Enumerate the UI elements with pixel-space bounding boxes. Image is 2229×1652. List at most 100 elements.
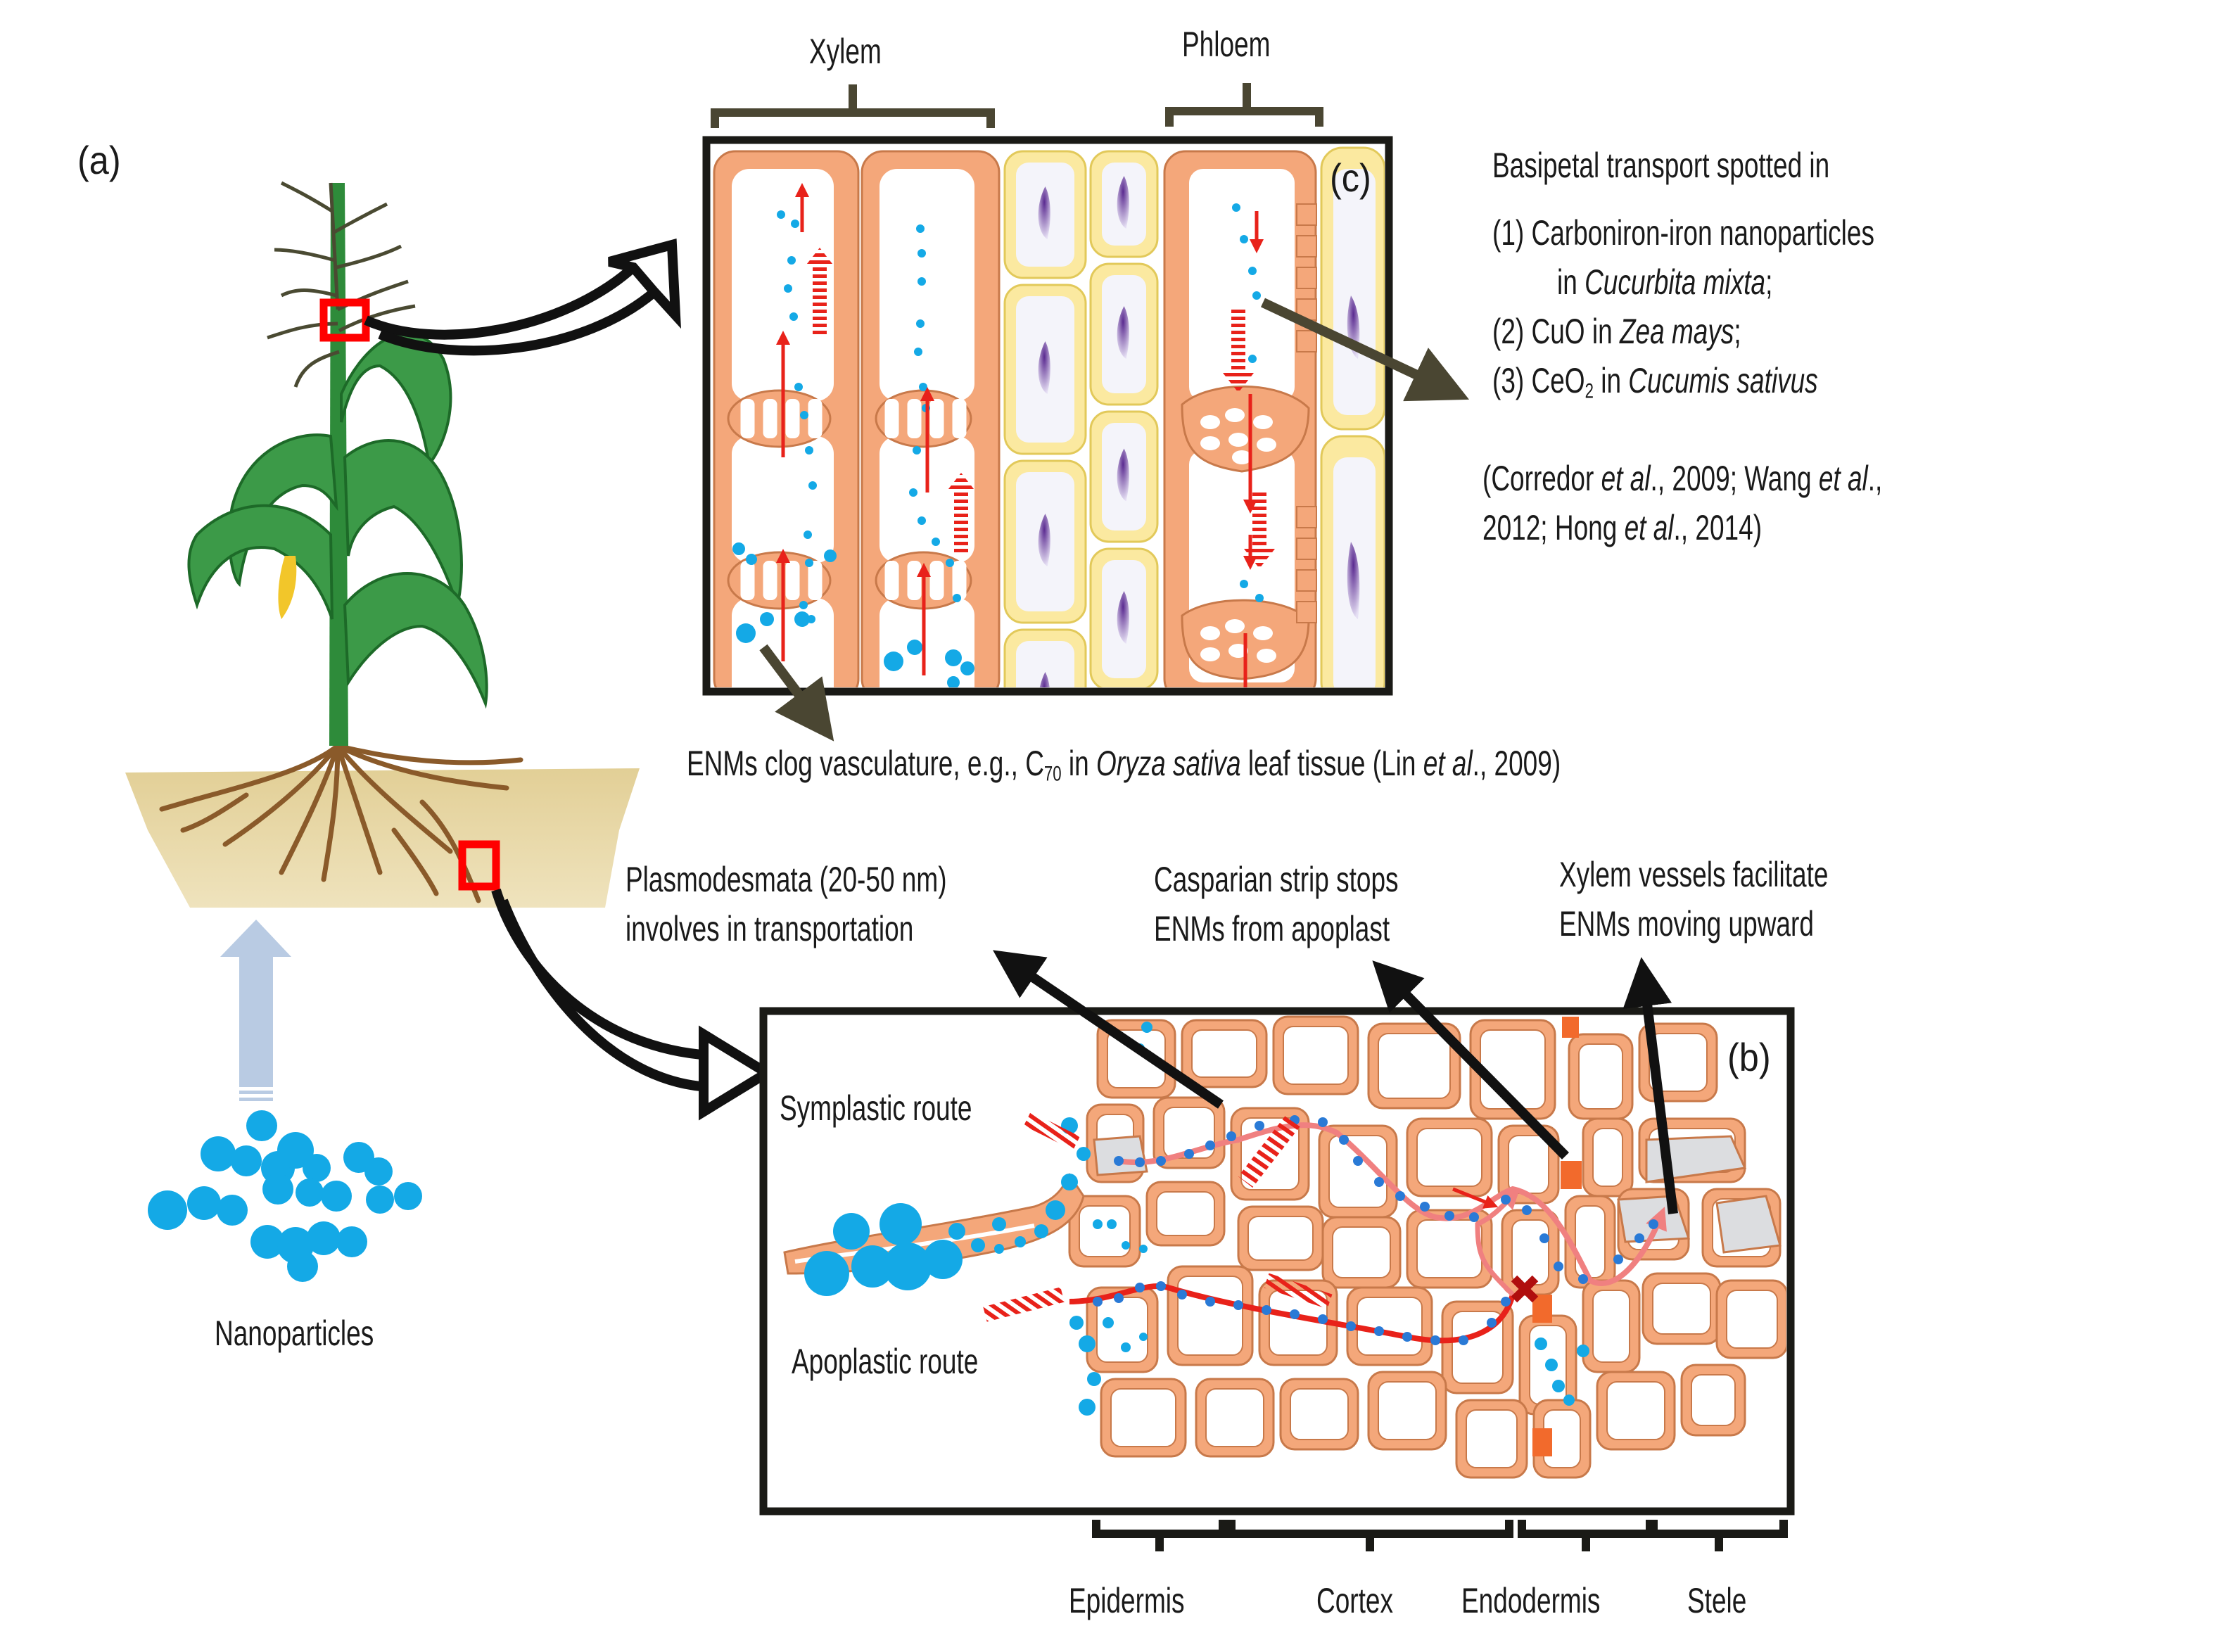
- route-particle: [1469, 1212, 1479, 1222]
- xylem-vessels: [713, 150, 1001, 687]
- nucleus: [1038, 186, 1050, 239]
- particle: [916, 319, 925, 328]
- casparian-strips: [1532, 1017, 1582, 1456]
- route-particle: [1634, 1233, 1644, 1243]
- cell-lumen: [1205, 1388, 1264, 1447]
- nanoparticle: [287, 1251, 318, 1282]
- route-particle: [1262, 1305, 1271, 1315]
- particle: [960, 661, 974, 675]
- nanoparticle: [296, 1178, 324, 1207]
- flow-arrows: [776, 183, 1275, 687]
- xylem-vessel-cells: [1093, 1135, 1782, 1254]
- particle: [916, 224, 925, 233]
- cell-lumen: [1191, 1029, 1257, 1078]
- perforation: [929, 561, 944, 600]
- particle: [746, 554, 757, 565]
- nanoparticles-label: Nanoparticles: [215, 1314, 374, 1353]
- route-particle: [1578, 1274, 1588, 1284]
- particle: [784, 284, 792, 293]
- xylem-vessels-pointer: [1622, 957, 1678, 1214]
- route-particle: [1613, 1254, 1623, 1264]
- particle: [879, 1203, 922, 1245]
- particle: [1139, 1245, 1148, 1253]
- route-particles: [804, 1022, 1658, 1416]
- hatched-arrow-head: [804, 248, 835, 267]
- layer-brackets: [1092, 1520, 1788, 1551]
- particle: [1252, 291, 1261, 300]
- particle: [1069, 1316, 1084, 1330]
- nucleus: [1117, 448, 1129, 502]
- species-name: Oryza sativa: [1096, 744, 1241, 783]
- particle: [808, 481, 817, 490]
- nanoparticle: [307, 1221, 341, 1255]
- route-particle: [1444, 1211, 1454, 1221]
- symplastic-inflow-arrow: [1024, 1112, 1080, 1150]
- particle: [805, 446, 813, 455]
- nucleus: [1117, 306, 1129, 359]
- xylem-bracket: [711, 84, 995, 128]
- particle: [1139, 1333, 1148, 1341]
- route-particle: [1374, 1326, 1384, 1336]
- particle: [1240, 235, 1248, 243]
- cell-lumen: [1578, 1043, 1623, 1110]
- cell-lumen: [1177, 1276, 1243, 1356]
- nanoparticles-cluster: [148, 1110, 422, 1282]
- route-particle: [1501, 1195, 1511, 1205]
- references-line-1: (Corredor et al., 2009; Wang et al.,: [1482, 459, 1883, 498]
- phloem-bracket: [1165, 83, 1323, 127]
- perforation: [763, 399, 777, 438]
- phloem-label: Phloem: [1182, 25, 1271, 64]
- particle: [948, 1223, 965, 1240]
- cell-lumen: [1378, 1033, 1451, 1099]
- route-particle: [1226, 1131, 1236, 1141]
- particle: [884, 652, 903, 671]
- route-particle: [1459, 1335, 1468, 1345]
- particle: [1232, 203, 1240, 212]
- particle: [884, 1243, 932, 1290]
- particle: [799, 601, 808, 609]
- cell-lumen: [1096, 1297, 1148, 1363]
- particle: [1577, 1345, 1589, 1357]
- particle: [1552, 1380, 1565, 1392]
- particle: [1255, 594, 1264, 602]
- route-particle: [1374, 1177, 1384, 1187]
- route-particle: [1233, 1300, 1243, 1310]
- nanoparticle: [217, 1195, 248, 1226]
- particle: [794, 611, 810, 627]
- apoplastic-route-label: Apoplastic route: [792, 1342, 979, 1381]
- route-particle: [1093, 1297, 1103, 1307]
- perforation: [907, 561, 922, 600]
- particle: [917, 249, 926, 258]
- route-particle: [1205, 1297, 1215, 1307]
- xylem-lumen: [732, 169, 834, 401]
- layer-label-stele: Stele: [1687, 1581, 1747, 1620]
- nucleus: [1039, 672, 1050, 687]
- small-red-arrow: [1452, 1187, 1499, 1209]
- particle: [953, 594, 961, 602]
- nanoparticle: [246, 1110, 277, 1141]
- casparian-callout: Casparian strip stops ENMs from apoplast: [1154, 860, 1399, 948]
- route-particle: [1353, 1156, 1363, 1166]
- hatched-arrow-head: [1244, 549, 1275, 568]
- species-name: Cucumis sativus: [1628, 361, 1818, 400]
- panel-a-label: (a): [77, 138, 121, 182]
- particle: [1093, 1219, 1103, 1229]
- clog-note: ENMs clog vasculature, e.g., C70 in Oryz…: [687, 744, 1561, 786]
- cell-lumen: [1290, 1388, 1349, 1440]
- panel-c-label: (c): [1330, 155, 1371, 200]
- cortex-hatched-arrow-1: [1238, 1113, 1302, 1188]
- route-particle: [1156, 1156, 1166, 1166]
- route-particle: [1135, 1157, 1145, 1167]
- particle: [917, 516, 926, 525]
- particle: [1079, 1335, 1096, 1352]
- panel-b: [759, 950, 1795, 1551]
- cell-lumen: [1247, 1216, 1314, 1261]
- panel-c: [702, 83, 1470, 742]
- particle: [1087, 1372, 1101, 1386]
- parenchyma-cells: [1003, 150, 1159, 687]
- route-particle: [1339, 1135, 1349, 1145]
- plant-illustration: [125, 181, 640, 908]
- particle: [971, 1238, 985, 1252]
- root-highlight-box: [458, 840, 500, 891]
